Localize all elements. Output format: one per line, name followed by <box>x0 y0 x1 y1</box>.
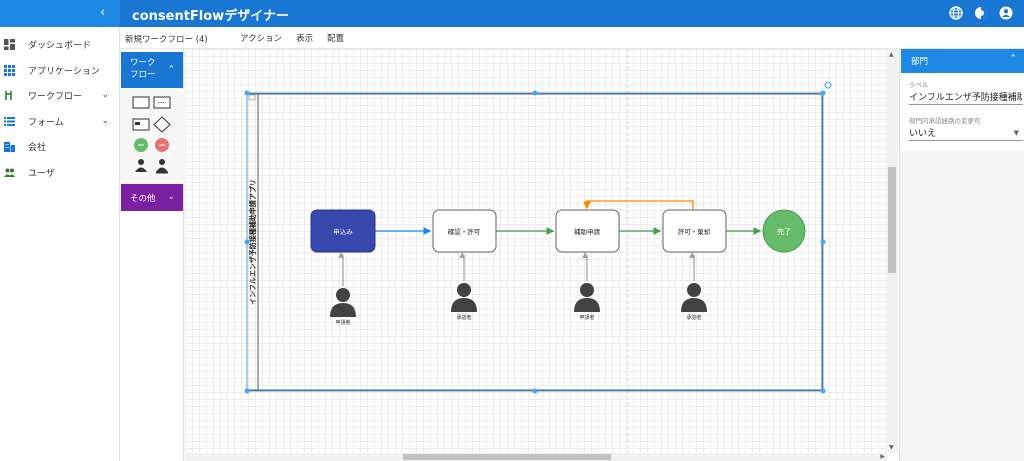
end-circle-icon[interactable] <box>155 138 169 152</box>
users-icon <box>4 168 15 177</box>
sidebar-item-applications[interactable]: アプリケーション <box>0 58 119 84</box>
scroll-right-icon[interactable]: ▶ <box>880 453 885 460</box>
menu-view[interactable]: 表示 <box>296 34 314 44</box>
sidebar-item-dashboard[interactable]: ダッシュボード <box>0 32 119 58</box>
node-apply-label: 申込み <box>333 227 353 236</box>
horizontal-scroll-thumb[interactable] <box>403 454 611 460</box>
shape-palette: ワーク フロー ⌃ その他 ⌄ <box>120 49 184 461</box>
properties-panel: 部門 ⌃ ラベル インフルエンザ予防接種補助 部門内承認経路の変更可 いいえ ▼ <box>899 49 1024 461</box>
dashboard-icon <box>4 39 15 51</box>
sidebar-header: ‹ <box>0 0 120 27</box>
theme-toggle-icon[interactable] <box>973 5 989 21</box>
rectangle-shape-icon[interactable] <box>132 96 150 109</box>
person-alt-icon[interactable] <box>156 159 168 174</box>
process-shape-icon[interactable] <box>153 96 171 109</box>
sidebar: ダッシュボード アプリケーション ワークフロー ⌄ フォーム ⌄ 会社 ユーザ <box>0 27 120 461</box>
node-done[interactable] <box>762 209 806 253</box>
sidebar-item-company[interactable]: 会社 <box>0 134 119 160</box>
actor-approver-2[interactable]: 承認者 <box>681 283 707 321</box>
top-app-bar: ‹ consentFlowデザイナー <box>0 0 1024 27</box>
actor-connectors <box>338 252 696 286</box>
node-subsidy-label: 補助申請 <box>574 227 601 236</box>
start-circle-icon[interactable] <box>134 138 148 152</box>
node-approve-label: 許可・棄却 <box>678 227 711 236</box>
swimlane-title[interactable]: インフルエンザ予防接種補助申請アプリ <box>248 179 257 305</box>
chevron-up-icon: ⌃ <box>1009 54 1017 64</box>
sidebar-item-label: アプリケーション <box>28 66 100 77</box>
dropdown-arrow-icon[interactable]: ▼ <box>1013 129 1019 137</box>
palette-section-label: ワーク フロー <box>130 58 156 80</box>
actor-approver-1[interactable]: 承認者 <box>451 283 477 321</box>
top-icon-group <box>948 5 1014 21</box>
actor-applicant-2[interactable]: 申請者 <box>574 283 600 321</box>
sidebar-item-users[interactable]: ユーザ <box>0 160 119 186</box>
diagram-canvas[interactable]: インフルエンザ予防接種補助申請アプリ 申込み 確認・許可 補助申請 <box>185 49 887 453</box>
actor-label: 申請者 <box>335 319 350 326</box>
globe-icon[interactable] <box>948 5 964 21</box>
palette-section-other[interactable]: その他 ⌄ <box>121 184 183 211</box>
chevron-down-icon[interactable]: ⌄ <box>101 115 109 126</box>
palette-shapes <box>120 89 184 184</box>
actor-label: 申請者 <box>579 314 594 321</box>
sidebar-item-label: ワークフロー <box>28 92 83 103</box>
vertical-scrollbar[interactable]: ▲ ▼ <box>887 49 898 453</box>
editor-menu: アクション 表示 配置 <box>240 32 358 44</box>
chevron-left-icon[interactable]: ‹ <box>100 5 106 20</box>
node-confirm-label: 確認・許可 <box>448 227 481 236</box>
label-field-underline <box>909 104 1023 105</box>
actor-label: 承認者 <box>456 314 471 321</box>
palette-section-label: その他 <box>130 194 156 204</box>
workflow-diagram: インフルエンザ予防接種補助申請アプリ 申込み 確認・許可 補助申請 <box>244 49 832 453</box>
menu-action[interactable]: アクション <box>240 34 283 44</box>
menu-arrange[interactable]: 配置 <box>327 34 345 44</box>
apps-icon <box>4 64 15 76</box>
palette-section-workflow[interactable]: ワーク フロー ⌃ <box>121 52 183 88</box>
properties-section-title: 部門 <box>911 57 929 67</box>
sidebar-item-label: ユーザ <box>28 168 55 179</box>
path-caption: 部門内承認経路の変更可 <box>909 117 981 125</box>
company-icon <box>4 142 15 153</box>
scroll-up-icon[interactable]: ▲ <box>889 51 894 58</box>
sidebar-item-label: ダッシュボード <box>28 41 92 52</box>
person-icon[interactable] <box>135 159 147 172</box>
editor-header: 新規ワークフロー (4) アクション 表示 配置 <box>120 27 1024 49</box>
horizontal-scrollbar[interactable]: ▶ <box>185 453 887 461</box>
chevron-up-icon: ⌃ <box>167 65 175 75</box>
path-select-underline <box>909 140 1023 141</box>
app-title: consentFlowデザイナー <box>132 9 289 24</box>
properties-section-header[interactable]: 部門 ⌃ <box>901 49 1024 73</box>
chevron-down-icon: ⌄ <box>167 192 175 202</box>
rotate-handle-icon[interactable] <box>824 81 832 89</box>
sidebar-item-label: フォーム <box>28 117 64 128</box>
diamond-shape-icon[interactable] <box>153 116 171 133</box>
edge-return-loop[interactable] <box>583 200 694 210</box>
sidebar-item-form[interactable]: フォーム ⌄ <box>0 109 119 135</box>
sidebar-item-workflow[interactable]: ワークフロー ⌄ <box>0 83 119 109</box>
account-icon[interactable] <box>998 5 1014 21</box>
document-title: 新規ワークフロー (4) <box>125 35 208 45</box>
workflow-icon <box>5 91 12 101</box>
actor-label: 承認者 <box>686 314 701 321</box>
properties-body: ラベル インフルエンザ予防接種補助 部門内承認経路の変更可 いいえ ▼ <box>901 73 1024 151</box>
node-done-label: 完了 <box>777 227 791 236</box>
label-field[interactable]: インフルエンザ予防接種補助 <box>909 93 1022 103</box>
actor-applicant-1[interactable]: 申請者 <box>330 288 356 326</box>
scroll-down-icon[interactable]: ▼ <box>889 444 894 451</box>
vertical-scroll-thumb[interactable] <box>888 167 896 273</box>
path-select[interactable]: いいえ <box>909 129 937 139</box>
selection-handles[interactable] <box>244 90 826 394</box>
card-shape-icon[interactable] <box>132 118 150 131</box>
chevron-down-icon[interactable]: ⌄ <box>101 90 109 100</box>
lane-collapse-icon[interactable] <box>248 94 256 101</box>
form-icon <box>4 116 15 126</box>
label-caption: ラベル <box>909 81 929 89</box>
sidebar-item-label: 会社 <box>28 143 47 154</box>
